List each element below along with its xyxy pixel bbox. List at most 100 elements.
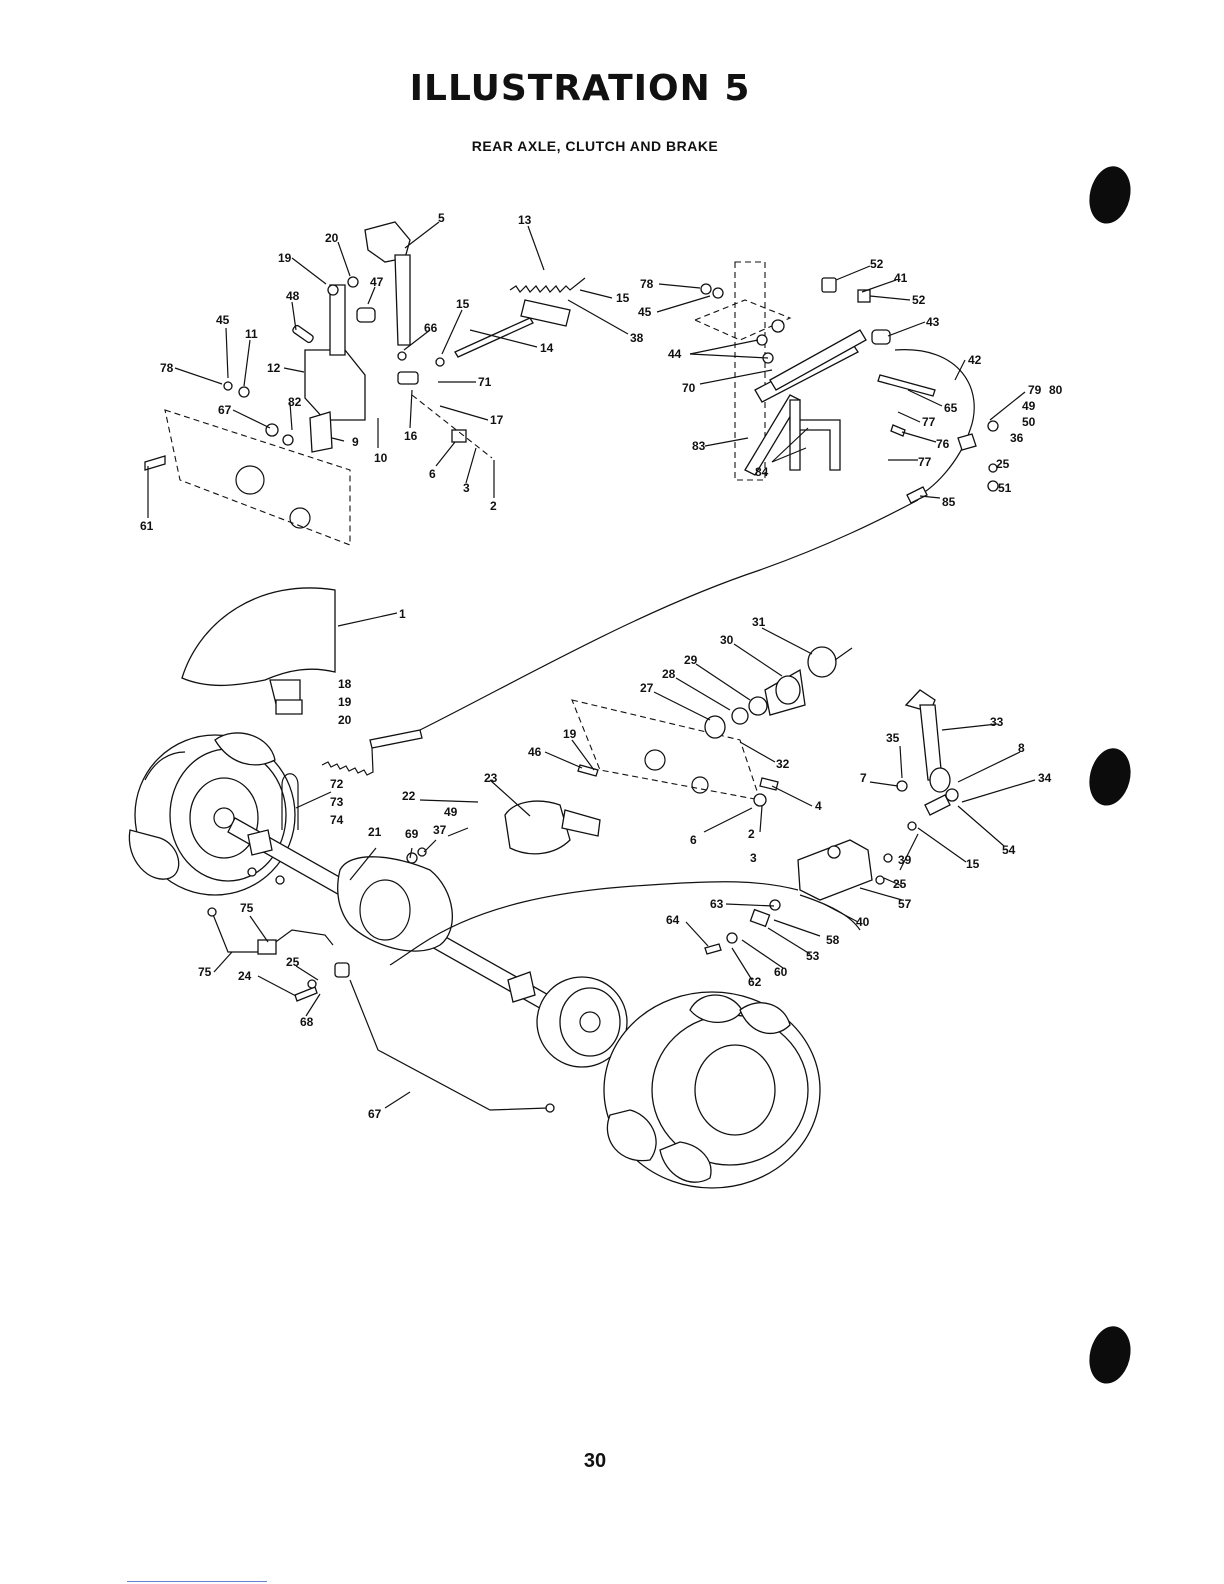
callout-15: 15: [456, 297, 470, 311]
callout-13: 13: [518, 213, 532, 227]
callout-29: 29: [684, 653, 698, 667]
page-number: 30: [583, 1450, 607, 1472]
page-title: ILLUSTRATION 5: [409, 68, 751, 109]
callout-6: 6: [429, 467, 436, 481]
callout-71: 70: [682, 381, 696, 395]
callout-6-mid: 6: [690, 833, 697, 847]
fender: [181, 587, 336, 715]
callout-20-mid: 20: [338, 713, 352, 727]
callout-45: 45: [216, 313, 230, 327]
callout-69: 68: [300, 1015, 314, 1029]
clutch-cable: [419, 499, 919, 731]
callout-15-right: 15: [616, 291, 630, 305]
callout-84: 84: [755, 465, 769, 479]
callout-12: 12: [267, 361, 281, 375]
callout-5: 5: [438, 211, 445, 225]
transmission-mount: [504, 646, 853, 855]
callout-54: 52: [912, 293, 926, 307]
leader-lines: [147, 221, 1036, 1109]
callout-37: 37: [433, 823, 447, 837]
callout-52: 51: [998, 481, 1012, 495]
callout-14: 14: [540, 341, 554, 355]
callout-10: 10: [374, 451, 388, 465]
callout-44: 44: [668, 347, 682, 361]
callout-66: 65: [944, 401, 958, 415]
callout-45-right: 45: [638, 305, 652, 319]
callout-4: 4: [815, 799, 822, 813]
page-subtitle: REAR AXLE, CLUTCH AND BRAKE: [471, 138, 719, 154]
callout-53: 53: [806, 949, 820, 963]
callout-83: 83: [692, 439, 706, 453]
callout-27: 27: [640, 681, 654, 695]
callout-19-axle: 19: [563, 727, 577, 741]
callout-2: 2: [490, 499, 497, 513]
callout-78-lower: 77: [918, 455, 932, 469]
callout-70: 71: [478, 375, 492, 389]
right-hub: [536, 976, 628, 1068]
callout-64: 66: [424, 321, 438, 335]
callout-18: 18: [338, 677, 352, 691]
callout-3: 3: [463, 481, 470, 495]
callout-25-low: 25: [286, 955, 300, 969]
callout-46: 46: [528, 745, 542, 759]
callout-41: 41: [894, 271, 908, 285]
callout-20: 20: [325, 231, 339, 245]
callout-36: 36: [1010, 431, 1024, 445]
callout-78: 77: [922, 415, 936, 429]
callout-40: 40: [856, 915, 870, 929]
callout-62: 63: [710, 897, 724, 911]
callout-75: 74: [330, 813, 344, 827]
callout-25-top: 25: [996, 457, 1010, 471]
callout-47: 47: [370, 275, 384, 289]
callout-8: 8: [1018, 741, 1025, 755]
callout-50: 49: [1022, 399, 1036, 413]
callout-9: 9: [352, 435, 359, 449]
callout-67: 67: [368, 1107, 382, 1121]
callout-28: 28: [662, 667, 676, 681]
callout-57: 57: [898, 897, 912, 911]
callout-79: 78: [160, 361, 174, 375]
callout-38: 38: [630, 331, 644, 345]
callout-61: 62: [748, 975, 762, 989]
callout-73: 72: [330, 777, 344, 791]
callout-74: 73: [330, 795, 344, 809]
callout-79-right: 78: [640, 277, 654, 291]
callout-25-mid: 25: [893, 877, 907, 891]
callout-48: 48: [286, 289, 300, 303]
callout-11: 11: [245, 327, 258, 341]
callout-33: 33: [990, 715, 1004, 729]
callout-65: 67: [218, 403, 232, 417]
callout-55: 54: [1002, 843, 1016, 857]
callout-72: 75: [240, 901, 254, 915]
callout-60: 60: [774, 965, 788, 979]
callout-labels: 5 13 20 19 47 48 15 45 11 66 14 78 12 71…: [140, 211, 1063, 1121]
callout-1: 1: [399, 607, 406, 621]
callout-3-mid: 3: [750, 851, 757, 865]
callout-54-top: 52: [870, 257, 884, 271]
left-wheel-tire: [128, 732, 296, 896]
callout-16: 16: [404, 429, 418, 443]
callout-15-mid: 15: [966, 857, 980, 871]
callout-63: 64: [666, 913, 680, 927]
rear-axle-housing: [227, 817, 576, 1025]
callout-59: 61: [140, 519, 154, 533]
callout-85: 85: [942, 495, 956, 509]
footer-rule: [127, 1581, 267, 1582]
callout-31: 31: [752, 615, 766, 629]
callout-30: 30: [720, 633, 734, 647]
callout-39: 39: [898, 853, 912, 867]
callout-82: 82: [288, 395, 302, 409]
callout-80: 79: [1028, 383, 1042, 397]
callout-22: 22: [402, 789, 416, 803]
callout-43: 43: [926, 315, 940, 329]
callout-21: 21: [368, 825, 382, 839]
callout-23: 23: [484, 771, 498, 785]
callout-68: 69: [405, 827, 419, 841]
callout-2-mid: 2: [748, 827, 755, 841]
callout-19: 19: [278, 251, 292, 265]
callout-76: 75: [198, 965, 212, 979]
callout-49: 49: [444, 805, 458, 819]
callout-32: 32: [776, 757, 790, 771]
callout-77: 76: [936, 437, 950, 451]
callout-34: 34: [1038, 771, 1052, 785]
